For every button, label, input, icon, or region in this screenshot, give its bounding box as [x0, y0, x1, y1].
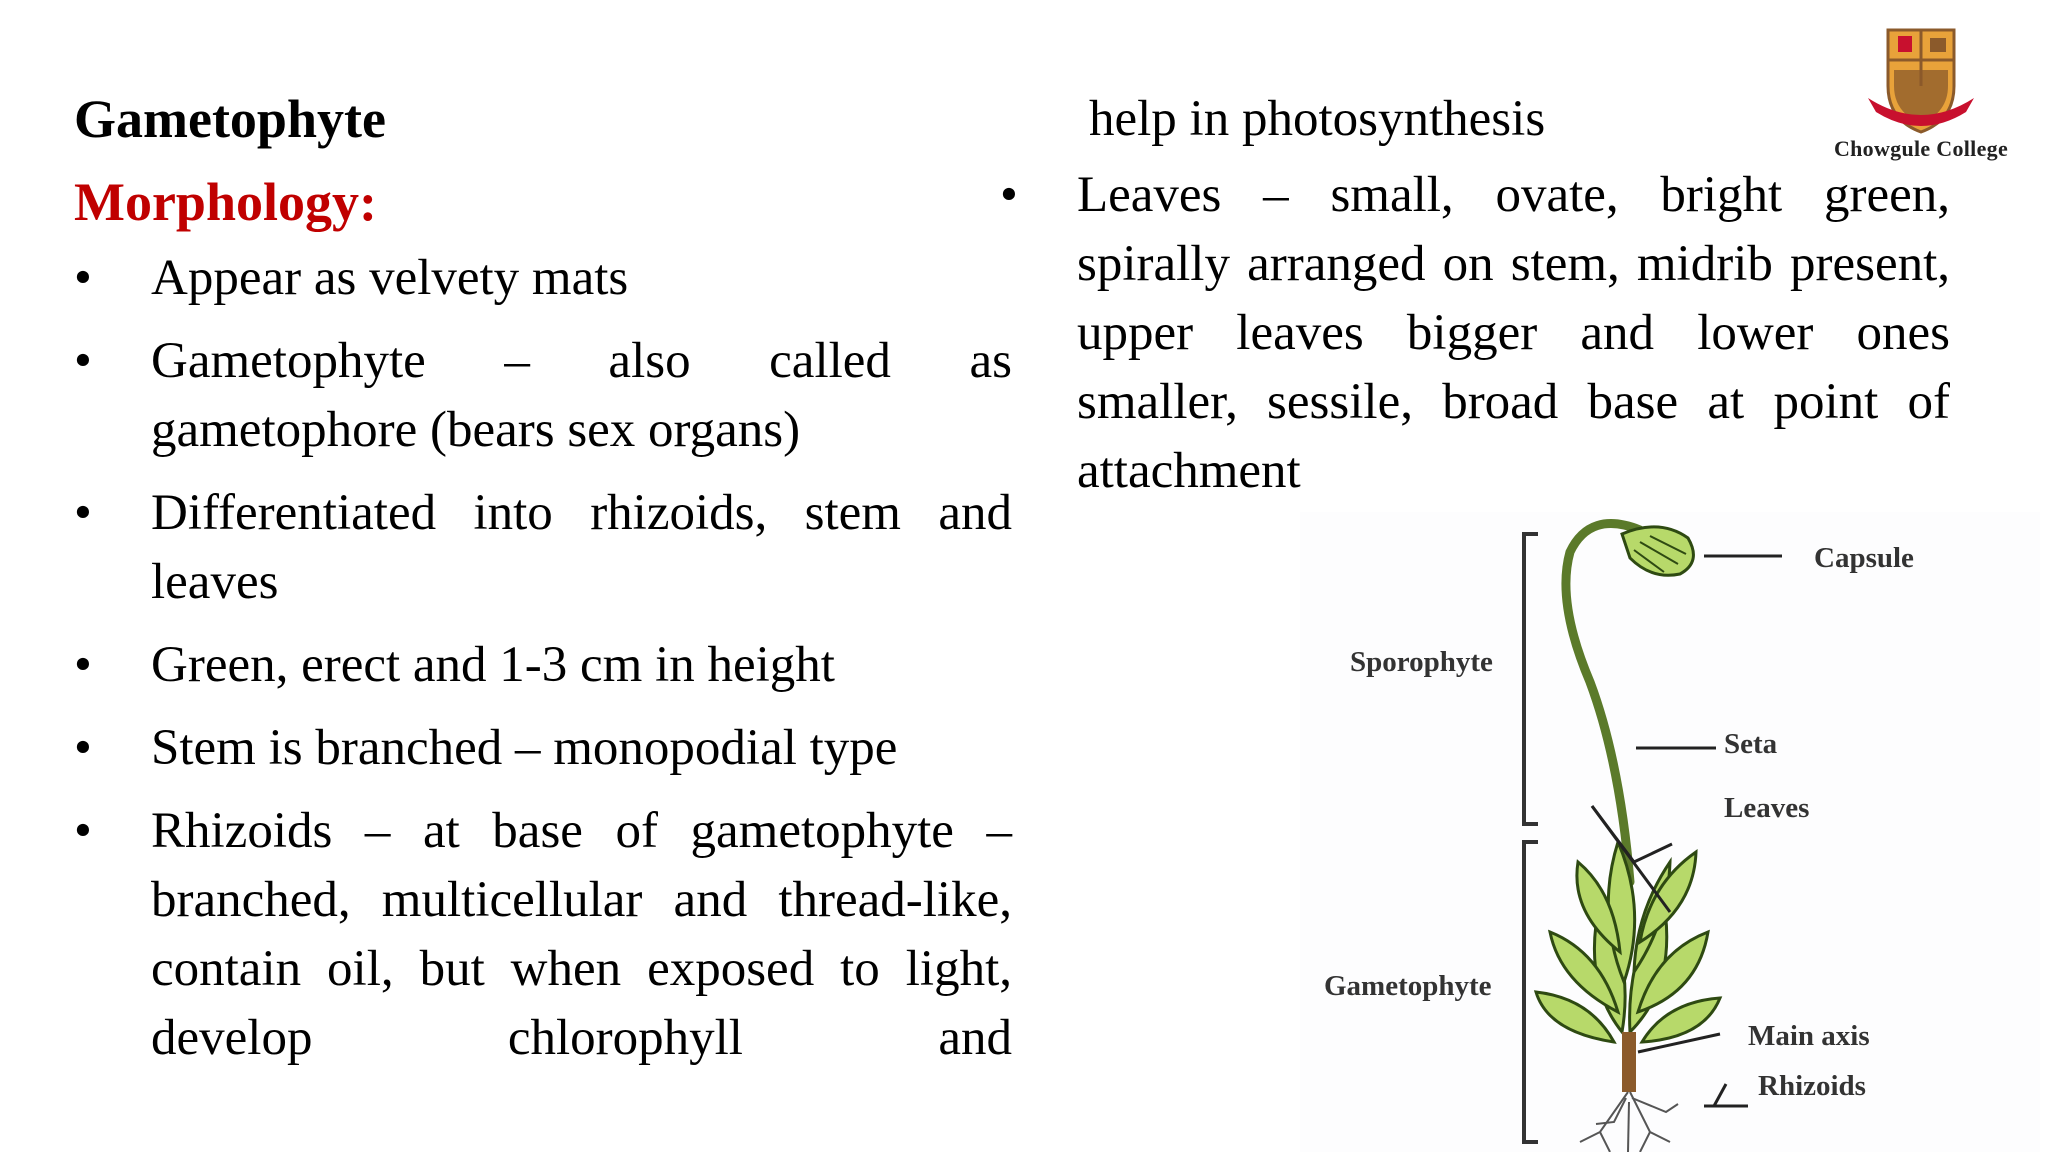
bullet-text: Stem is branched – monopodial type	[151, 720, 898, 776]
bullet-symbol: •	[74, 333, 92, 389]
bullet-symbol: •	[74, 485, 92, 541]
bullet-symbol: •	[74, 637, 92, 693]
list-item: • Leaves – small, ovate, bright green, sp…	[1000, 161, 1950, 506]
list-item: • Stem is branched – monopodial type	[74, 714, 1012, 783]
label-sporophyte: Sporophyte	[1350, 646, 1493, 678]
bullet-text: Leaves – small, ovate, bright green, spi…	[1077, 167, 1950, 499]
bullet-continuation: help in photosynthesis	[1089, 91, 1546, 147]
bullet-symbol: •	[74, 720, 92, 776]
bullet-text: Appear as velvety mats	[151, 250, 629, 306]
label-seta: Seta	[1724, 728, 1778, 760]
bullet-text: Green, erect and 1-3 cm in height	[151, 637, 835, 693]
label-leaves: Leaves	[1724, 792, 1810, 824]
label-capsule: Capsule	[1814, 542, 1914, 574]
college-logo: Chowgule College	[1806, 20, 2036, 170]
right-bullet-list: • Leaves – small, ovate, bright green, sp…	[1000, 161, 1950, 506]
list-item: • Appear as velvety mats	[74, 244, 1012, 313]
bullet-text: Gametophyte – also called as gametophore…	[151, 333, 1012, 458]
label-rhizoids: Rhizoids	[1758, 1070, 1866, 1102]
left-column: Gametophyte Morphology: • Appear as velve…	[74, 78, 1012, 1087]
list-item: • Rhizoids – at base of gametophyte – bra…	[74, 797, 1012, 1073]
list-item: • Differentiated into rhizoids, stem and …	[74, 479, 1012, 617]
logo-caption: Chowgule College	[1833, 136, 2009, 161]
label-main-axis: Main axis	[1748, 1020, 1870, 1052]
slide-title: Gametophyte	[74, 89, 386, 149]
section-heading: Morphology:	[74, 172, 377, 232]
left-bullet-list: • Appear as velvety mats • Gametophyte – a…	[74, 244, 1012, 1073]
bullet-symbol: •	[74, 250, 92, 306]
moss-diagram: Capsule Sporophyte Seta Leaves Gametophy…	[1300, 512, 2040, 1153]
bullet-text: Rhizoids – at base of gametophyte – bran…	[151, 803, 1012, 1066]
college-crest-icon	[1868, 28, 1974, 134]
bullet-text: Differentiated into rhizoids, stem and l…	[151, 485, 1012, 610]
bullet-symbol: •	[74, 803, 92, 859]
moss-plant-illustration	[1522, 519, 1782, 1153]
bullet-symbol: •	[1000, 167, 1018, 223]
right-column: help in photosynthesis • Leaves – small, …	[1000, 78, 1950, 520]
list-item: • Gametophyte – also called as gametophor…	[74, 327, 1012, 465]
list-item: • Green, erect and 1-3 cm in height	[74, 631, 1012, 700]
label-gametophyte: Gametophyte	[1324, 970, 1492, 1002]
